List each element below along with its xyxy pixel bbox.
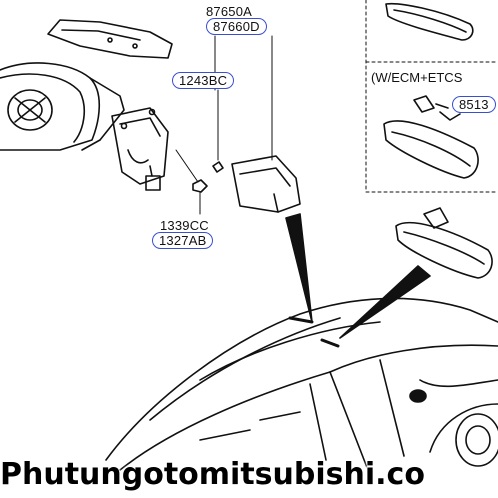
option-note: (W/ECM+ETCS [371, 70, 463, 85]
mirror-base-bracket [111, 107, 169, 191]
part-number-1243bc: 1243BC [172, 72, 235, 89]
nut [175, 149, 208, 215]
mirror-garnish [47, 19, 173, 59]
part-number-1339cc: 1339CC [160, 218, 209, 233]
inside-mirror-upper [385, 2, 474, 41]
part-number-8513: 8513 [452, 96, 496, 113]
pointer-outside-mirror [285, 213, 313, 323]
part-number-1327ab: 1327AB [152, 232, 214, 249]
watermark-text: Phutungotomitsubishi.co [0, 457, 425, 492]
mirror-cover [231, 155, 301, 213]
vehicle-outline [105, 297, 498, 471]
outside-mirror-housing [0, 62, 125, 151]
ecm-mirror [383, 95, 479, 179]
pointer-inside-mirror [339, 265, 431, 339]
part-number-87650a: 87650A [206, 4, 253, 19]
part-number-87660d: 87660D [206, 18, 267, 35]
option-frame [365, 0, 498, 193]
bolt [212, 89, 224, 173]
inside-mirror-lower [395, 207, 493, 279]
